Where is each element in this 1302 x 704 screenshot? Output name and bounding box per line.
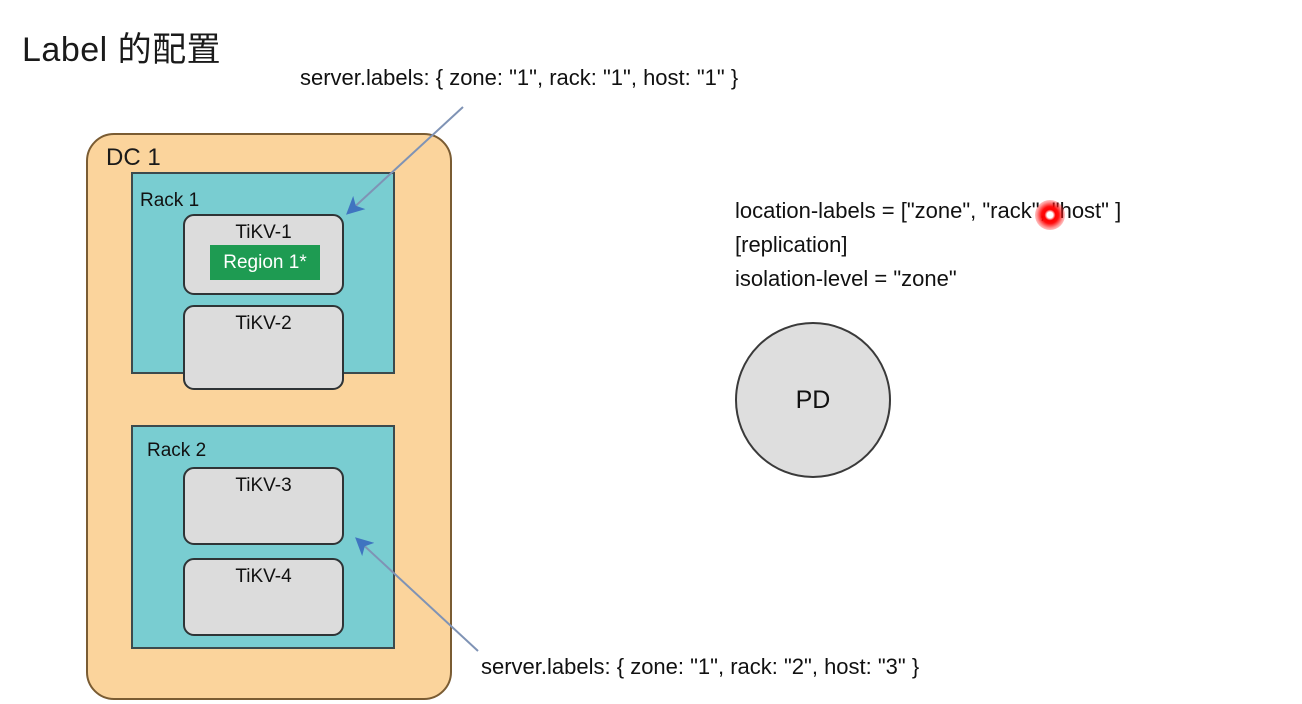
pd-node: PD [735, 322, 891, 478]
tikv-node-label: TiKV-3 [235, 475, 292, 496]
click-indicator-icon [1035, 200, 1065, 230]
page-title: Label 的配置 [22, 31, 222, 69]
tikv-node-label: TiKV-1 [235, 222, 292, 243]
annotation-server-labels-top: server.labels: { zone: "1", rack: "1", h… [300, 65, 739, 90]
tikv-node-tikv2: TiKV-2 [183, 305, 344, 390]
rack-label-rack1: Rack 1 [140, 190, 200, 211]
datacenter-label: DC 1 [106, 144, 161, 171]
tikv-node-tikv3: TiKV-3 [183, 467, 344, 545]
tikv-node-label: TiKV-4 [235, 566, 292, 587]
rack-label-rack2: Rack 2 [147, 440, 207, 461]
annotation-server-labels-bottom: server.labels: { zone: "1", rack: "2", h… [481, 654, 920, 679]
tikv-node-tikv4: TiKV-4 [183, 558, 344, 636]
tikv-node-tikv1: TiKV-1 Region 1* [183, 214, 344, 295]
pd-label: PD [795, 386, 831, 414]
config-line-isolation-level: isolation-level = "zone" [735, 266, 957, 291]
region-chip-region1: Region 1* [210, 245, 320, 280]
tikv-node-label: TiKV-2 [235, 313, 292, 334]
config-line-replication-section: [replication] [735, 232, 848, 257]
